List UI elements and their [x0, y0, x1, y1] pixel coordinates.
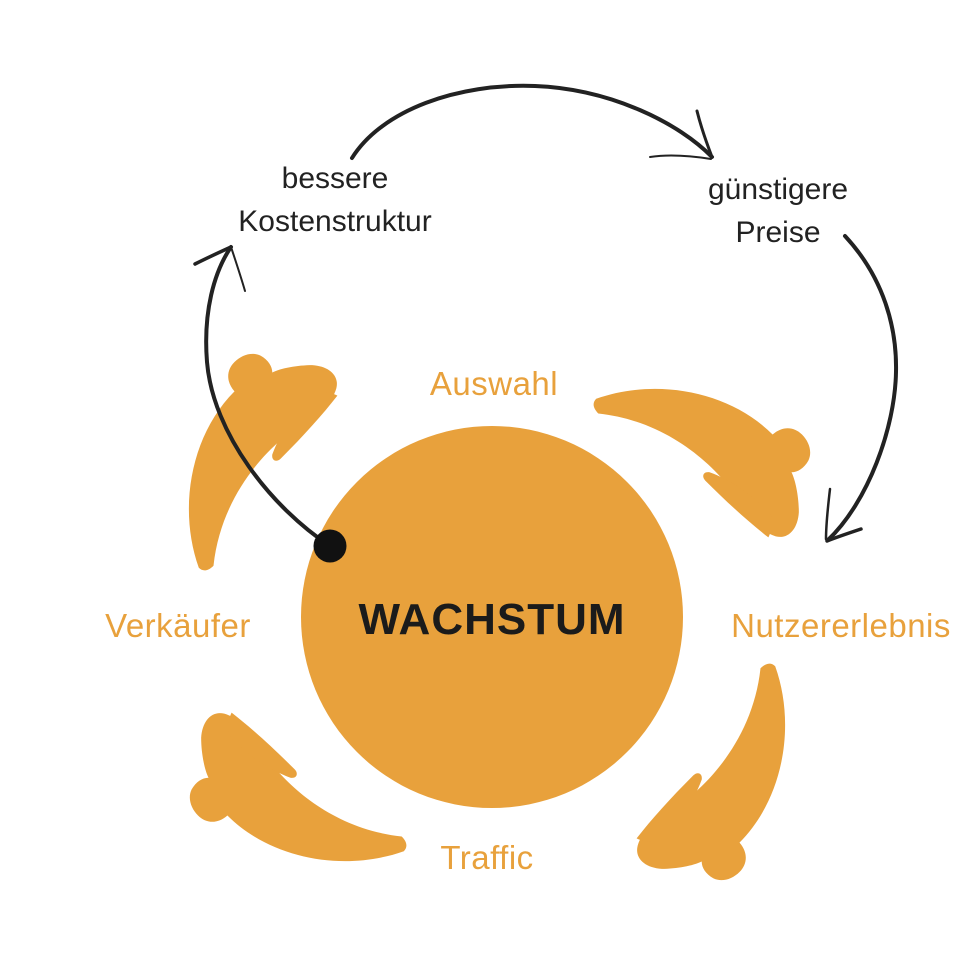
outer-loop-arrow-right-icon: [824, 234, 899, 543]
node-label-nutzererlebnis: Nutzererlebnis: [731, 607, 951, 644]
outer-loop-arrow-left-icon: [193, 245, 332, 548]
node-label-verkaeufer: Verkäufer: [105, 607, 251, 644]
outer-label-kostenstruktur-line1: bessere: [281, 162, 389, 195]
outer-label-preise-line1: günstigere: [707, 173, 849, 206]
flywheel-center-title: WACHSTUM: [358, 595, 626, 644]
outer-label-preise-line2: Preise: [735, 216, 821, 249]
outer-loop-arrow-top-icon: [350, 83, 714, 160]
outer-label-kostenstruktur-line2: Kostenstruktur: [238, 205, 432, 238]
outer-label-preise: günstigere Preise: [708, 168, 848, 254]
outer-label-kostenstruktur: bessere Kostenstruktur: [238, 157, 431, 243]
node-label-traffic: Traffic: [440, 839, 534, 876]
node-label-auswahl: Auswahl: [429, 365, 559, 402]
flywheel-center-circle: [301, 426, 683, 808]
loop-anchor-dot-icon: [313, 529, 347, 563]
